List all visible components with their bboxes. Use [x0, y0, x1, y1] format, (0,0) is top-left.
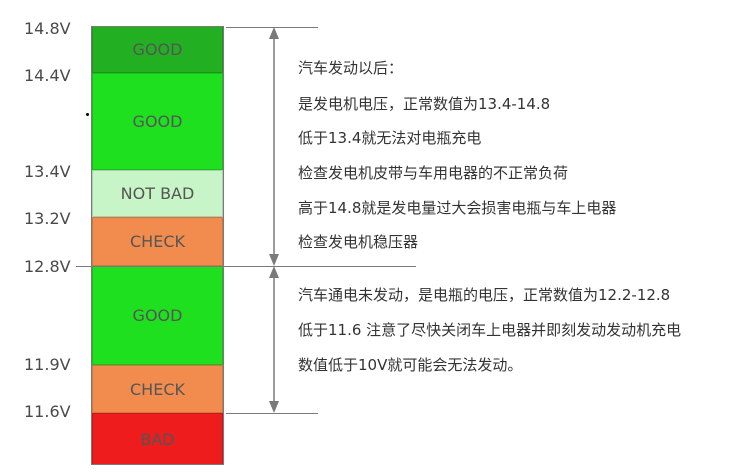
- line-12-8: [76, 266, 416, 267]
- engine-running-line-1: 汽车发动以后：: [298, 59, 404, 77]
- engine-running-line-6: 检查发电机稳压器: [298, 233, 419, 251]
- voltage-label-13-2: 13.2V: [24, 209, 71, 228]
- segment-check-upper: CHECK: [92, 217, 223, 266]
- voltage-label-14-8: 14.8V: [24, 19, 71, 38]
- voltage-label-12-8: 12.8V: [24, 257, 71, 276]
- segment-check-lower: CHECK: [92, 365, 223, 413]
- voltage-label-14-4: 14.4V: [24, 66, 71, 85]
- engine-off-line-2: 低于11.6 注意了尽快关闭车上电器并即刻发动发动机充电: [298, 321, 682, 339]
- line-11-6: [226, 413, 318, 414]
- segment-good-top: GOOD: [92, 26, 223, 73]
- stray-dot: [86, 113, 89, 116]
- arrow-engine-off: [269, 266, 279, 413]
- segment-good-main: GOOD: [92, 73, 223, 170]
- engine-running-line-4: 检查发电机皮带与车用电器的不正常负荷: [298, 164, 569, 182]
- segment-not-bad: NOT BAD: [92, 170, 223, 217]
- engine-off-line-3: 数值低于10V就可能会无法发动。: [298, 356, 523, 374]
- line-14-8: [226, 27, 318, 28]
- engine-running-line-2: 是发电机电压，正常数值为13.4-14.8: [298, 95, 551, 113]
- voltage-label-13-4: 13.4V: [24, 162, 71, 181]
- voltage-label-11-6: 11.6V: [24, 402, 71, 421]
- voltage-label-11-9: 11.9V: [24, 355, 71, 374]
- engine-running-line-3: 低于13.4就无法对电瓶充电: [298, 129, 482, 147]
- arrow-engine-running: [269, 27, 279, 266]
- segment-bad: BAD: [92, 413, 223, 465]
- engine-running-line-5: 高于14.8就是发电量过大会损害电瓶与车上电器: [298, 199, 617, 217]
- engine-off-line-1: 汽车通电未发动，是电瓶的电压，正常数值为12.2-12.8: [298, 286, 671, 304]
- segment-good-lower: GOOD: [92, 266, 223, 365]
